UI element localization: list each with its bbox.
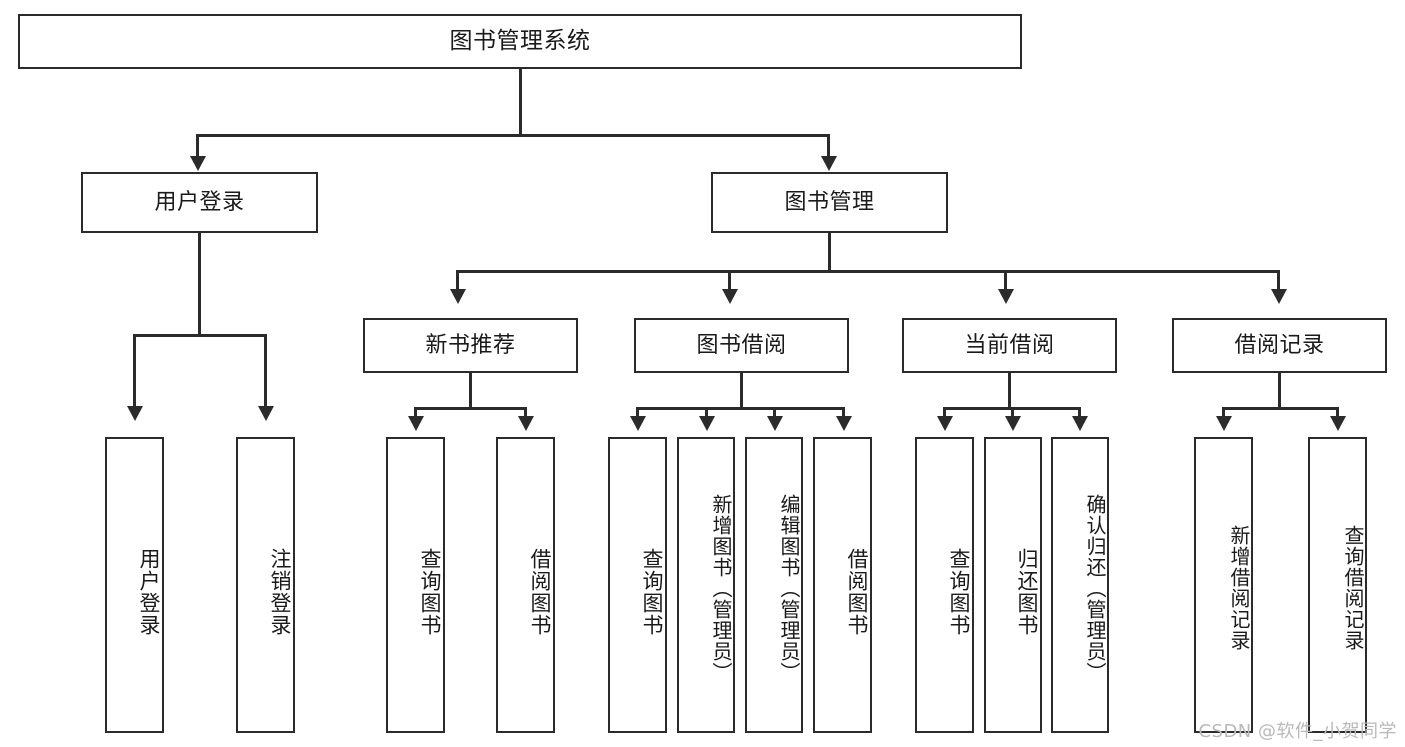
connector-cb-drop-2 (1011, 407, 1014, 419)
arrow-to-leaf-logout (258, 406, 274, 421)
leaf-query-book-borrow[interactable]: 查询图书 (608, 437, 667, 733)
connector-root-drop-2 (827, 134, 830, 160)
connector-br-drop-2 (1336, 407, 1339, 419)
node-book-borrow[interactable]: 图书借阅 (634, 318, 849, 373)
connector-user-login-drop-2 (264, 334, 267, 410)
leaf-confirm-return-admin[interactable]: 确认归还（管理员） (1051, 437, 1109, 733)
connector-bm-drop-3 (1004, 270, 1007, 292)
leaf-query-book-recommend[interactable]: 查询图书 (386, 437, 445, 733)
connector-nbr-drop-2 (524, 407, 527, 419)
arrow-to-leaf-edit-book (767, 416, 783, 431)
node-label: 图书管理系统 (449, 28, 591, 55)
arrow-to-current-borrow (998, 289, 1014, 304)
connector-bb-stem (740, 373, 743, 410)
node-root-book-management-system[interactable]: 图书管理系统 (18, 14, 1022, 69)
arrow-to-leaf-user-login (127, 406, 143, 421)
connector-bb-drop-2 (705, 407, 708, 419)
arrow-to-book-management (821, 156, 837, 171)
connector-nbr-bar (414, 407, 527, 410)
node-current-borrow[interactable]: 当前借阅 (902, 318, 1117, 373)
leaf-edit-book-admin[interactable]: 编辑图书（管理员） (745, 437, 803, 733)
connector-br-drop-1 (1222, 407, 1225, 419)
arrow-to-leaf-borrow-book-2 (836, 416, 852, 431)
node-label: 图书借阅 (696, 332, 787, 358)
node-label: 借阅图书 (528, 548, 552, 636)
node-label: 新书推荐 (425, 332, 516, 358)
arrow-to-user-login (190, 156, 206, 171)
connector-br-bar (1222, 407, 1339, 410)
node-label: 归还图书 (1015, 548, 1039, 636)
leaf-user-login[interactable]: 用户登录 (105, 437, 164, 733)
node-label: 当前借阅 (964, 332, 1055, 358)
node-label: 新增图书（管理员） (709, 493, 733, 683)
connector-cb-drop-1 (943, 407, 946, 419)
connector-user-login-stem (198, 233, 201, 336)
leaf-query-borrow-record[interactable]: 查询借阅记录 (1308, 437, 1367, 733)
leaf-add-borrow-record[interactable]: 新增借阅记录 (1194, 437, 1253, 733)
leaf-borrow-book-recommend[interactable]: 借阅图书 (496, 437, 555, 733)
connector-cb-stem (1008, 373, 1011, 410)
arrow-to-leaf-borrow-book-1 (518, 416, 534, 431)
arrow-to-leaf-add-borrow-record (1216, 416, 1232, 431)
node-label: 新增借阅记录 (1227, 525, 1251, 651)
node-borrow-record[interactable]: 借阅记录 (1172, 318, 1387, 373)
connector-br-stem (1278, 373, 1281, 410)
arrow-to-leaf-query-book-3 (937, 416, 953, 431)
leaf-add-book-admin[interactable]: 新增图书（管理员） (677, 437, 735, 733)
arrow-to-new-book-recommend (450, 289, 466, 304)
arrow-to-leaf-query-book-1 (408, 416, 424, 431)
node-label: 查询图书 (947, 548, 971, 636)
connector-nbr-stem (469, 373, 472, 410)
node-label: 图书管理 (784, 189, 875, 215)
node-label: 用户登录 (137, 548, 161, 636)
connector-bm-drop-4 (1277, 270, 1280, 292)
connector-bb-drop-4 (842, 407, 845, 419)
node-book-management[interactable]: 图书管理 (711, 172, 948, 233)
connector-bb-bar (636, 407, 845, 410)
connector-book-management-bar (456, 270, 1280, 273)
connector-cb-drop-3 (1078, 407, 1081, 419)
connector-book-management-stem (828, 233, 831, 273)
arrow-to-leaf-query-book-2 (630, 416, 646, 431)
node-new-book-recommend[interactable]: 新书推荐 (363, 318, 578, 373)
arrow-to-book-borrow (722, 289, 738, 304)
leaf-return-book[interactable]: 归还图书 (984, 437, 1042, 733)
connector-user-login-drop-1 (133, 334, 136, 410)
connector-root-drop-1 (196, 134, 199, 160)
connector-root-bar (196, 134, 830, 137)
node-label: 查询借阅记录 (1341, 525, 1365, 651)
arrow-to-leaf-add-book (699, 416, 715, 431)
connector-bb-drop-1 (636, 407, 639, 419)
node-label: 借阅记录 (1234, 332, 1325, 358)
connector-bm-drop-1 (456, 270, 459, 292)
node-label: 查询图书 (418, 548, 442, 636)
connector-root-stem (519, 69, 522, 136)
connector-bb-drop-3 (773, 407, 776, 419)
connector-user-login-bar (133, 334, 267, 337)
arrow-to-borrow-record (1271, 289, 1287, 304)
node-label: 确认归还（管理员） (1083, 493, 1107, 683)
arrow-to-leaf-confirm-return (1072, 416, 1088, 431)
connector-nbr-drop-1 (414, 407, 417, 419)
node-label: 用户登录 (154, 189, 245, 215)
csdn-watermark: CSDN @软件_小贺同学 (1198, 721, 1397, 742)
node-label: 借阅图书 (845, 548, 869, 636)
arrow-to-leaf-return-book (1005, 416, 1021, 431)
node-label: 查询图书 (640, 548, 664, 636)
node-label: 编辑图书（管理员） (777, 493, 801, 683)
leaf-query-book-current[interactable]: 查询图书 (915, 437, 974, 733)
node-user-login[interactable]: 用户登录 (81, 172, 318, 233)
leaf-borrow-book-borrow[interactable]: 借阅图书 (813, 437, 872, 733)
node-label: 注销登录 (268, 548, 292, 636)
arrow-to-leaf-query-borrow-record (1330, 416, 1346, 431)
leaf-logout[interactable]: 注销登录 (236, 437, 295, 733)
connector-bm-drop-2 (728, 270, 731, 292)
